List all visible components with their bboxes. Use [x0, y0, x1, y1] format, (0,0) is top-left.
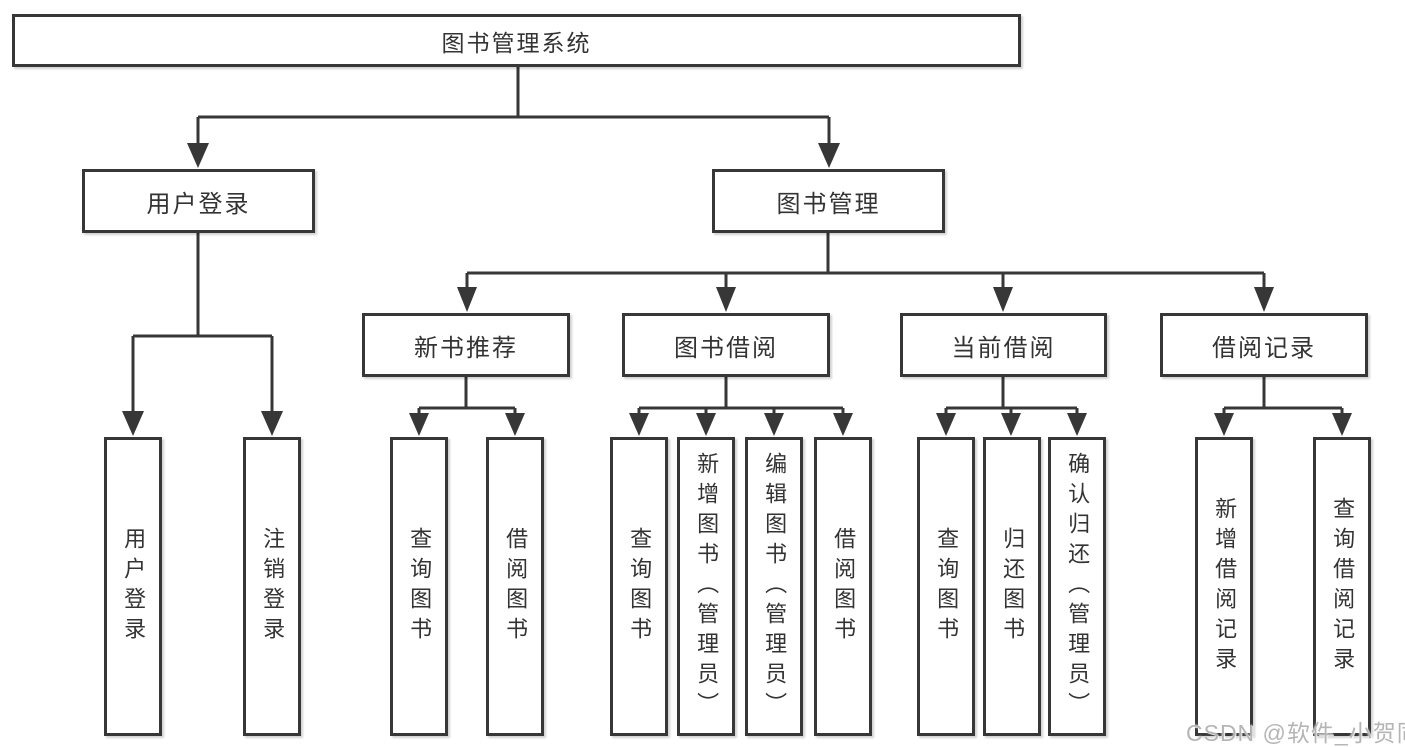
leaf-query-books-recommend: 查询图书 [390, 437, 448, 736]
leaf-edit-books-admin: 编辑图书（管理员） [745, 437, 803, 736]
leaf-label: 新增借阅记录 [1212, 496, 1238, 677]
node-borrow-records: 借阅记录 [1160, 313, 1368, 377]
node-label: 图书管理 [776, 190, 881, 218]
leaf-confirm-return-admin: 确认归还（管理员） [1048, 437, 1106, 736]
node-label: 借阅记录 [1212, 334, 1316, 362]
leaf-user-login: 用户登录 [104, 437, 162, 736]
leaf-label: 查询图书 [627, 526, 653, 647]
node-library-system: 图书管理系统 [12, 14, 1021, 67]
arrowheads [122, 143, 1352, 436]
node-label: 用户登录 [146, 190, 251, 218]
leaf-logout: 注销登录 [243, 437, 301, 736]
node-current-borrow: 当前借阅 [900, 313, 1107, 377]
leaf-label: 新增图书（管理员） [694, 451, 720, 722]
leaf-query-books-borrow: 查询图书 [610, 437, 668, 736]
leaf-query-books-current: 查询图书 [917, 437, 975, 736]
leaf-label: 查询图书 [934, 526, 960, 647]
leaf-borrow-books: 借阅图书 [814, 437, 872, 736]
leaf-label: 编辑图书（管理员） [762, 451, 788, 722]
node-book-management: 图书管理 [712, 169, 945, 233]
leaf-label: 注销登录 [260, 526, 286, 647]
node-book-borrow: 图书借阅 [622, 313, 830, 377]
leaf-add-books-admin: 新增图书（管理员） [677, 437, 735, 736]
leaf-label: 确认归还（管理员） [1065, 451, 1091, 722]
leaf-label: 用户登录 [121, 526, 147, 647]
node-label: 图书借阅 [674, 334, 778, 362]
node-label: 新书推荐 [414, 334, 518, 362]
leaf-label: 查询图书 [407, 526, 433, 647]
node-user-login: 用户登录 [82, 169, 315, 233]
leaf-add-borrow-record: 新增借阅记录 [1195, 437, 1253, 736]
csdn-watermark: CSDN @软件_小贺同学 [1186, 720, 1405, 746]
node-new-book-recommend: 新书推荐 [362, 313, 570, 377]
node-label: 图书管理系统 [441, 29, 592, 56]
leaf-borrow-books-recommend: 借阅图书 [486, 437, 544, 736]
leaf-label: 归还图书 [1000, 526, 1026, 647]
node-label: 当前借阅 [951, 334, 1056, 362]
leaf-label: 借阅图书 [831, 526, 857, 647]
leaf-query-borrow-record: 查询借阅记录 [1313, 437, 1371, 736]
leaf-label: 借阅图书 [503, 526, 529, 647]
leaf-return-books: 归还图书 [983, 437, 1041, 736]
leaf-label: 查询借阅记录 [1330, 496, 1356, 677]
